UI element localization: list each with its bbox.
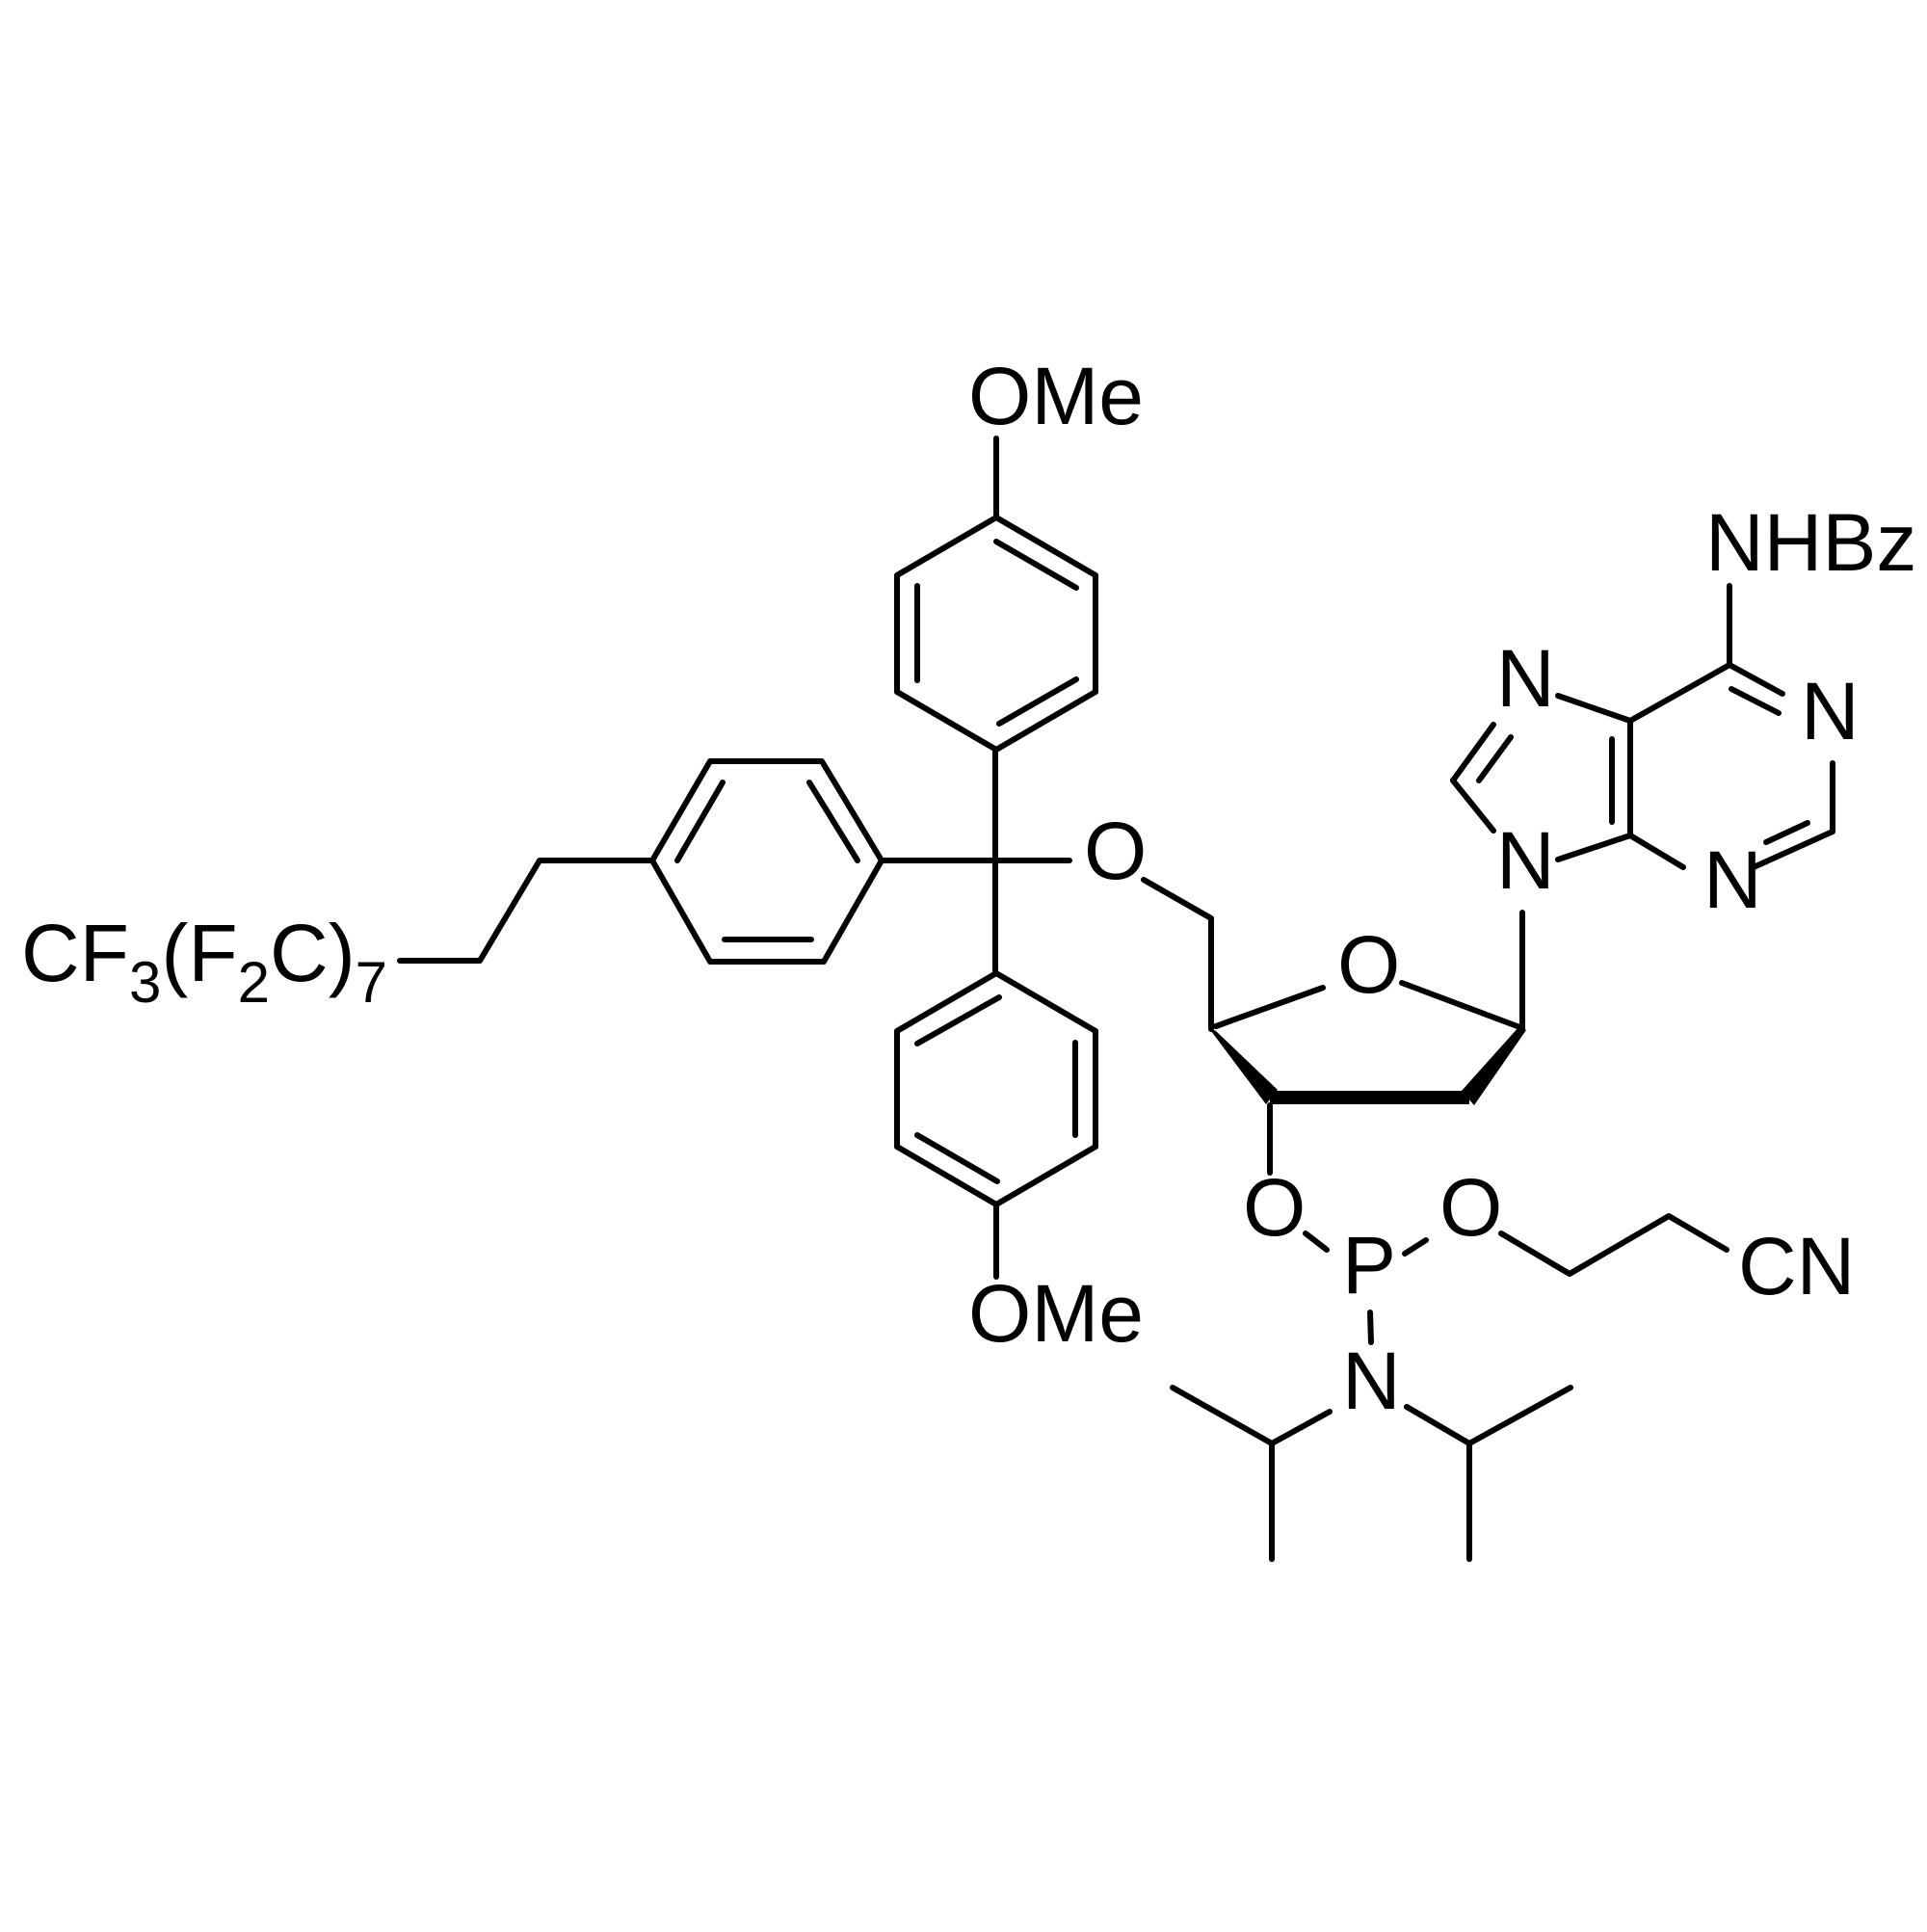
cyanoethyl-chain-bond xyxy=(1498,1213,1729,1277)
o5-to-c5-bond xyxy=(1141,877,1214,1032)
anisyl-ring-bottom xyxy=(894,970,1098,1207)
o3-to-p-bond xyxy=(1303,1231,1330,1253)
ring-oxygen-label: O xyxy=(1337,919,1400,1010)
ome-bottom-label: OMe xyxy=(968,1268,1144,1359)
purine-n1-label: N xyxy=(1801,666,1860,756)
fluorous-tail-label: CF3(F2C)7 xyxy=(21,908,387,1015)
deoxyribose-ring xyxy=(1208,980,1526,1105)
nhbz-label: NHBz xyxy=(1705,497,1916,588)
diisopropylamine-n-label: N xyxy=(1342,1336,1401,1426)
purine-n3-label: N xyxy=(1703,834,1762,925)
isopropyl-left xyxy=(1170,1385,1333,1562)
nitrile-label: CN xyxy=(1738,1221,1855,1311)
purine-ring xyxy=(1450,583,1835,870)
ome-top-label: OMe xyxy=(968,351,1144,441)
cyanoethyl-o-label: O xyxy=(1439,1162,1502,1253)
anisyl-ring-top xyxy=(894,515,1098,753)
p-to-o-bond xyxy=(1402,1237,1429,1257)
phosphorus-label: P xyxy=(1342,1220,1396,1310)
o3-prime-label: O xyxy=(1243,1162,1306,1253)
isopropyl-right xyxy=(1404,1385,1573,1562)
purine-n7-label: N xyxy=(1496,633,1555,724)
phenyl-ring-left xyxy=(649,758,884,965)
o5-prime-label: O xyxy=(1084,806,1147,896)
svg-text:CF3(F2C)7: CF3(F2C)7 xyxy=(21,908,387,1015)
p-to-n-bond xyxy=(1367,1310,1374,1345)
ethylene-linker-bond xyxy=(397,858,655,964)
purine-n9-label: N xyxy=(1496,815,1555,906)
